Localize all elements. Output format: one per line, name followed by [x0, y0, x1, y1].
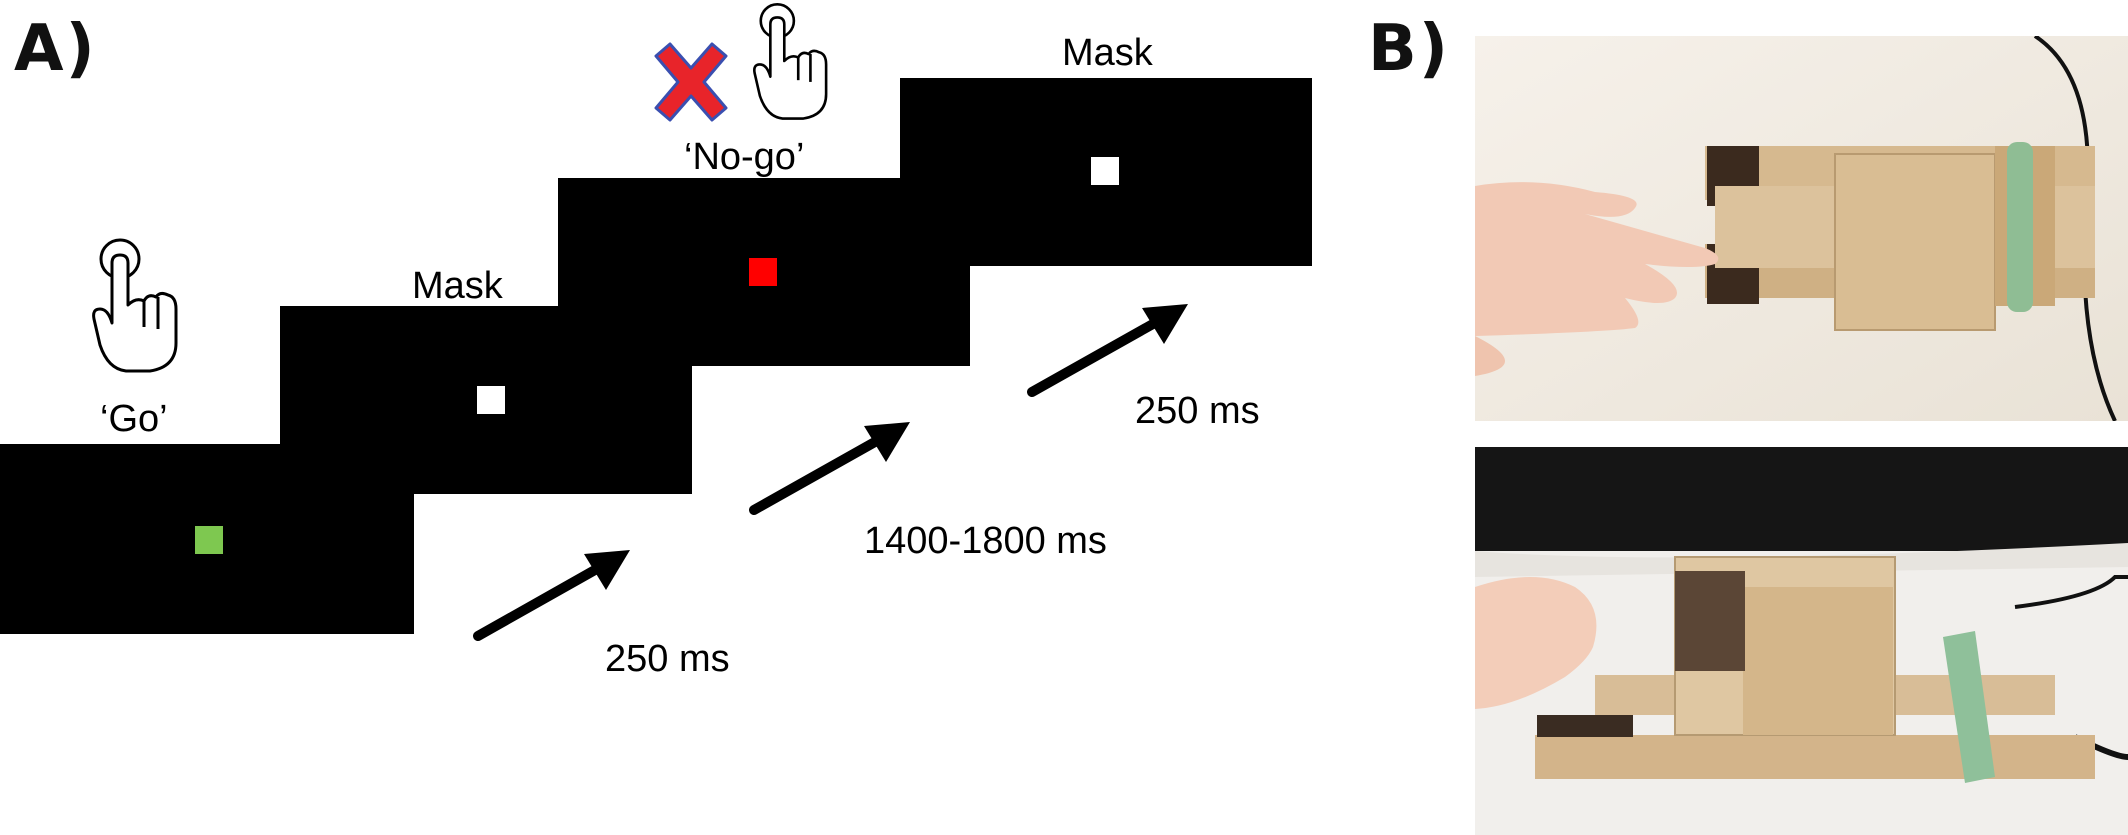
arrow-icon: [1027, 304, 1188, 397]
panel-label-b: B): [1368, 12, 1451, 86]
nogo-label: ‘No-go’: [684, 136, 805, 178]
duration-label: 250 ms: [1135, 390, 1260, 432]
go-stimulus: [195, 526, 223, 554]
mask-stimulus: [1091, 157, 1119, 185]
device-top-view-photo: [1475, 36, 2128, 421]
arrow-icon: [473, 550, 630, 641]
go-label: ‘Go’: [100, 398, 168, 440]
device-side-view-photo: [1475, 447, 2128, 835]
cross-icon: [654, 42, 728, 122]
duration-label: 1400-1800 ms: [864, 520, 1107, 562]
mask-label: Mask: [412, 265, 503, 307]
arrow-icon: [749, 422, 910, 515]
panel-label-a: A): [14, 12, 97, 86]
nogo-stimulus: [749, 258, 777, 286]
duration-label: 250 ms: [605, 638, 730, 680]
pointing-hand-icon: [92, 238, 178, 373]
mask-stimulus: [477, 386, 505, 414]
pointing-hand-icon: [753, 3, 828, 120]
mask-label: Mask: [1062, 32, 1153, 74]
